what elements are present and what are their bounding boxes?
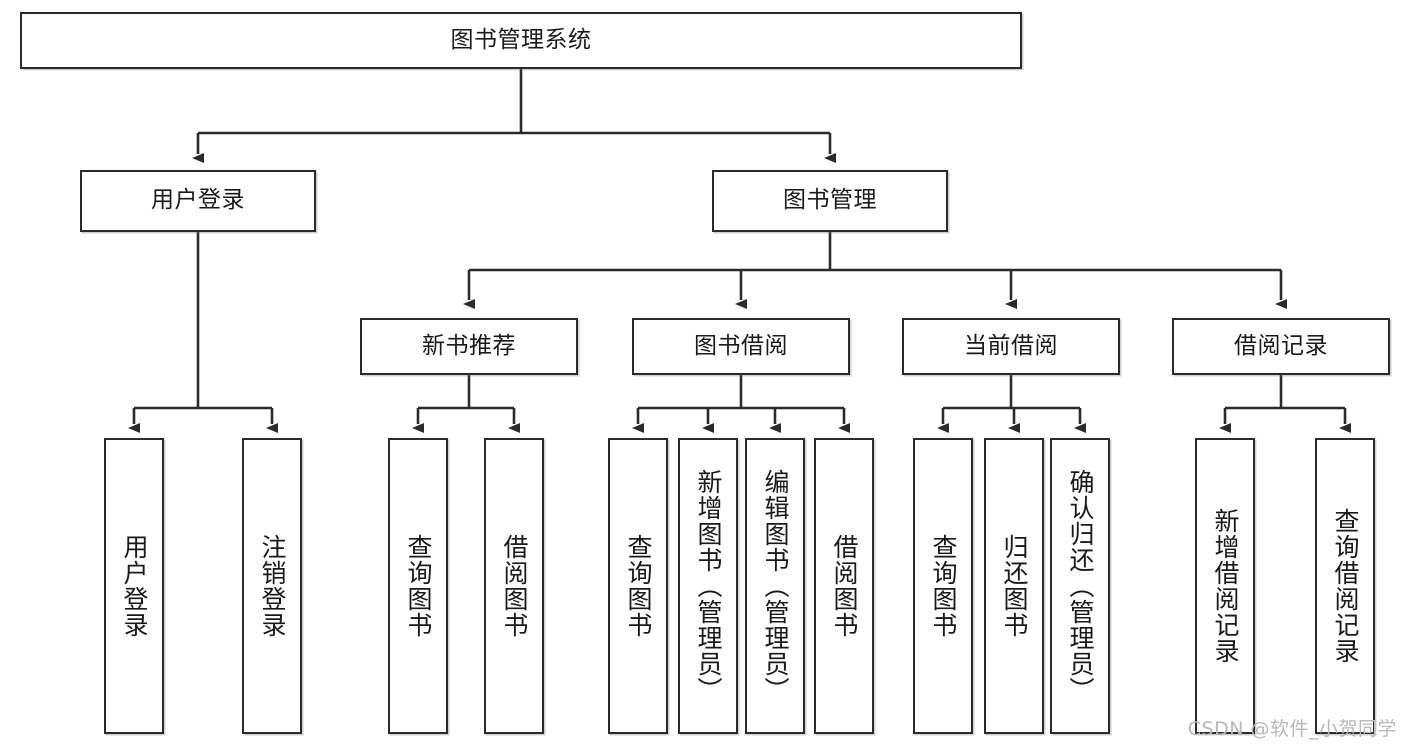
node-leaf-borrow-book-1[interactable]: 借阅图书 <box>484 438 544 734</box>
node-label: 用户登录 <box>120 534 149 638</box>
node-label: 图书借阅 <box>694 332 788 359</box>
node-leaf-query-book-1[interactable]: 查询图书 <box>388 438 448 734</box>
node-leaf-borrow-book-2[interactable]: 借阅图书 <box>814 438 874 734</box>
node-label: 查询借阅记录 <box>1331 508 1360 664</box>
node-leaf-return-book[interactable]: 归还图书 <box>984 438 1044 734</box>
node-borrow-record[interactable]: 借阅记录 <box>1172 318 1390 375</box>
node-book-borrow[interactable]: 图书借阅 <box>632 318 850 375</box>
node-label: 用户登录 <box>151 187 245 214</box>
node-leaf-user-login[interactable]: 用户登录 <box>104 438 164 734</box>
node-label: 图书管理 <box>783 187 877 214</box>
node-book-manage[interactable]: 图书管理 <box>712 170 948 232</box>
csdn-watermark: CSDN @软件_小贺同学 <box>1187 718 1397 740</box>
node-label: 图书管理系统 <box>450 26 592 53</box>
node-label: 查询图书 <box>404 534 433 638</box>
node-leaf-add-record[interactable]: 新增借阅记录 <box>1195 438 1255 734</box>
node-label: 借阅记录 <box>1234 332 1328 359</box>
node-new-book-rec[interactable]: 新书推荐 <box>360 318 578 375</box>
node-label: 新书推荐 <box>422 332 516 359</box>
node-leaf-logout[interactable]: 注销登录 <box>242 438 302 734</box>
node-label: 借阅图书 <box>500 534 529 638</box>
node-leaf-query-book-3[interactable]: 查询图书 <box>913 438 973 734</box>
node-root[interactable]: 图书管理系统 <box>20 12 1022 69</box>
node-label: 确认归还（管理员） <box>1066 469 1095 703</box>
node-leaf-query-book-2[interactable]: 查询图书 <box>608 438 668 734</box>
node-label: 新增借阅记录 <box>1211 508 1240 664</box>
node-label: 编辑图书（管理员） <box>761 469 790 703</box>
node-label: 归还图书 <box>1000 534 1029 638</box>
node-label: 注销登录 <box>258 534 287 638</box>
node-label: 查询图书 <box>624 534 653 638</box>
node-label: 当前借阅 <box>964 332 1058 359</box>
node-label: 查询图书 <box>929 534 958 638</box>
node-leaf-add-book[interactable]: 新增图书（管理员） <box>678 438 738 734</box>
node-label: 借阅图书 <box>830 534 859 638</box>
node-leaf-edit-book[interactable]: 编辑图书（管理员） <box>745 438 805 734</box>
node-user-login[interactable]: 用户登录 <box>80 170 316 232</box>
node-leaf-query-record[interactable]: 查询借阅记录 <box>1315 438 1375 734</box>
node-current-borrow[interactable]: 当前借阅 <box>902 318 1120 375</box>
node-leaf-confirm-return[interactable]: 确认归还（管理员） <box>1050 438 1110 734</box>
node-label: 新增图书（管理员） <box>694 469 723 703</box>
